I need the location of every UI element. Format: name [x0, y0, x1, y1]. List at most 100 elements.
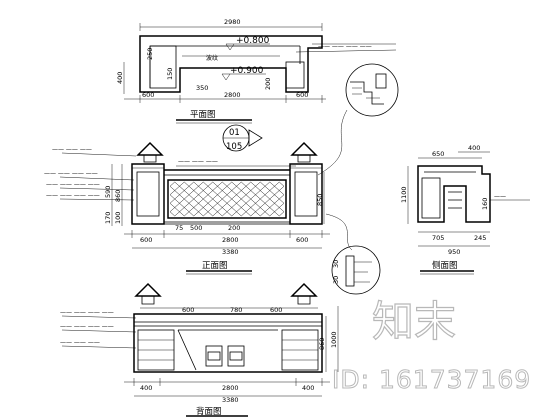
back-right-lamp: [290, 282, 318, 297]
lattice-cell: [169, 190, 180, 200]
lattice-cell: [179, 190, 190, 200]
plan-elevation-bottom: +0.900: [230, 66, 264, 76]
front-note-left-2: —— —— —— ——: [44, 170, 98, 177]
right-pillar: [289, 163, 323, 225]
right-lamp: [290, 141, 318, 156]
lattice-cell: [217, 181, 228, 191]
plan-dim-left: 600: [142, 91, 154, 99]
back-chair-left: [205, 345, 223, 367]
lattice-cell: [274, 190, 285, 200]
plan-note: —— —— —— ——: [318, 43, 372, 50]
side-counter-profile: [417, 165, 491, 223]
lattice-cell: [207, 190, 218, 200]
back-note-1: —— —— —— ——: [60, 309, 114, 316]
lattice-cell: [274, 207, 285, 217]
lattice-cell: [245, 207, 256, 217]
lattice-cell: [198, 190, 209, 200]
lattice-cell: [198, 198, 209, 208]
lattice-cell: [169, 181, 180, 191]
lattice-cell: [188, 207, 199, 217]
watermark-id: ID: 161737169: [332, 365, 531, 394]
front-dim-total: 3380: [222, 248, 239, 256]
lattice-cell: [188, 198, 199, 208]
back-elevation: 600 780 600 —— —— —— —— —— —— —— —— —— —…: [60, 282, 339, 417]
lattice-cell: [226, 190, 237, 200]
lattice-cell: [217, 190, 228, 200]
front-title: 正面图: [202, 261, 228, 271]
detail-2-dim-a: 30: [332, 260, 340, 268]
back-title: 背面图: [196, 406, 222, 417]
detail-callout-2: 30 30: [325, 213, 381, 295]
lattice-cell: [217, 207, 228, 217]
lattice-cell: [226, 207, 237, 217]
back-base-right: 400: [302, 384, 314, 392]
back-height-b: 1000: [330, 331, 338, 348]
lattice-cell: [179, 207, 190, 217]
lattice-cell: [169, 207, 180, 217]
front-note-left-1: —— —— ——: [52, 146, 92, 153]
watermark-logo: 知末: [372, 297, 456, 346]
lattice-cell: [207, 207, 218, 217]
lattice-cell: [188, 190, 199, 200]
front-height-right: 850: [316, 194, 324, 206]
front-dim-left: 600: [140, 236, 152, 244]
lattice-cell: [236, 198, 247, 208]
section-reference: 105: [226, 142, 242, 152]
side-dim-total: 950: [448, 248, 460, 256]
detail-2-dim-b: 30: [332, 276, 340, 284]
back-base-left: 400: [140, 384, 152, 392]
front-elevation: 01 105 —— —— —— —— —— —— —— —— —— —— —— …: [44, 124, 330, 275]
lattice-cell: [264, 181, 275, 191]
back-height-a: 860: [318, 338, 326, 350]
plan-counter-outline: [139, 35, 323, 93]
front-dim-right: 600: [296, 236, 308, 244]
back-counter-outline: [133, 313, 323, 373]
lattice-cell: [226, 181, 237, 191]
section-number: 01: [229, 128, 240, 138]
front-height-part: 100: [114, 212, 122, 224]
lattice-cell: [264, 190, 275, 200]
plan-depth: 400: [116, 72, 124, 84]
lattice-cell: [255, 198, 266, 208]
front-dim-c: 200: [228, 224, 240, 232]
lattice-cell: [264, 207, 275, 217]
plan-dim-middle: 2800: [224, 91, 241, 99]
plan-view: 2980 +0.800 波纹 +0.900 250 150 350 200 40…: [116, 18, 397, 124]
back-note-3: —— —— ——: [60, 339, 100, 346]
lattice-cell: [179, 181, 190, 191]
back-left-lamp: [134, 282, 162, 297]
side-view: 650 400 1100 —— 160 705 245 950 侧面图: [400, 144, 530, 275]
front-dim-a: 500: [190, 224, 202, 232]
back-dim-c: 600: [270, 306, 282, 314]
side-note: ——: [494, 193, 506, 200]
lattice-cell: [198, 181, 209, 191]
plan-overall-width: 2980: [224, 18, 241, 26]
lattice-cell: [217, 198, 228, 208]
side-title: 侧面图: [432, 260, 458, 271]
lattice-cell: [169, 198, 180, 208]
side-dim-b: 705: [432, 234, 444, 242]
side-dim-top: 650: [432, 150, 444, 158]
plan-dim-right: 600: [296, 91, 308, 99]
detail-callout-1: [317, 63, 399, 176]
plan-elevation-top: +0.800: [236, 36, 270, 46]
lattice-panel: [167, 179, 287, 219]
side-dim-c: 245: [474, 234, 486, 242]
plan-mark: 波纹: [206, 54, 218, 62]
lattice-cell: [236, 181, 247, 191]
lattice-cell: [264, 198, 275, 208]
front-height-total: 860: [114, 190, 122, 202]
lattice-cell: [255, 181, 266, 191]
back-chair-right: [227, 345, 245, 367]
back-dim-a: 600: [182, 306, 194, 314]
back-dim-b: 780: [230, 306, 242, 314]
plan-inner-b: 150: [166, 68, 174, 80]
front-dim-b: 75: [175, 224, 183, 232]
front-height-left-upper: 590: [104, 186, 112, 198]
plan-title: 平面图: [190, 110, 216, 120]
lattice-cell: [226, 198, 237, 208]
front-note-top: —— —— ——: [178, 158, 218, 165]
back-dim-middle: 2800: [222, 384, 239, 392]
lattice-cell: [245, 198, 256, 208]
